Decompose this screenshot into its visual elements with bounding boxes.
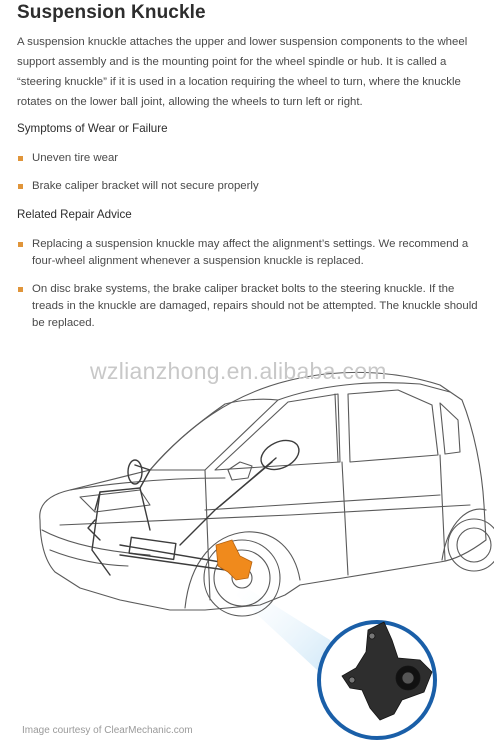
steering-wheel	[260, 439, 300, 471]
knuckle-highlight	[215, 539, 253, 581]
symptoms-heading: Symptoms of Wear or Failure	[17, 122, 168, 135]
list-item-text: Uneven tire wear	[32, 152, 119, 164]
bullet-icon	[18, 156, 23, 161]
knuckle-part-icon	[341, 621, 433, 721]
windshield	[149, 398, 279, 471]
image-credit: Image courtesy of ClearMechanic.com	[22, 725, 193, 736]
bullet-icon	[18, 287, 23, 292]
list-item: Uneven tire wear	[17, 150, 479, 167]
watermark-text: wzlianzhong.en.alibaba.com	[90, 358, 387, 384]
advice-heading: Related Repair Advice	[17, 208, 132, 221]
steering-rack	[119, 554, 241, 573]
list-item: Replacing a suspension knuckle may affec…	[17, 236, 479, 270]
rear-wheel	[447, 518, 494, 572]
bullet-icon	[18, 184, 23, 189]
front-wheel-arch	[184, 531, 301, 609]
list-item-text: On disc brake systems, the brake caliper…	[32, 283, 478, 329]
car-line-drawing	[39, 371, 494, 740]
symptoms-list: Uneven tire wear Brake caliper bracket w…	[17, 150, 479, 195]
list-item: On disc brake systems, the brake caliper…	[17, 281, 479, 332]
list-item-text: Brake caliper bracket will not secure pr…	[32, 180, 259, 192]
list-item: Brake caliper bracket will not secure pr…	[17, 178, 479, 195]
list-item-text: Replacing a suspension knuckle may affec…	[32, 238, 469, 267]
advice-list: Replacing a suspension knuckle may affec…	[17, 236, 479, 332]
page-title: Suspension Knuckle	[17, 2, 206, 23]
bullet-icon	[18, 242, 23, 247]
front-wheel	[203, 539, 281, 617]
front-window	[214, 393, 341, 471]
car-illustration	[0, 345, 494, 741]
intro-paragraph: A suspension knuckle attaches the upper …	[17, 36, 468, 108]
rear-window	[347, 389, 439, 463]
